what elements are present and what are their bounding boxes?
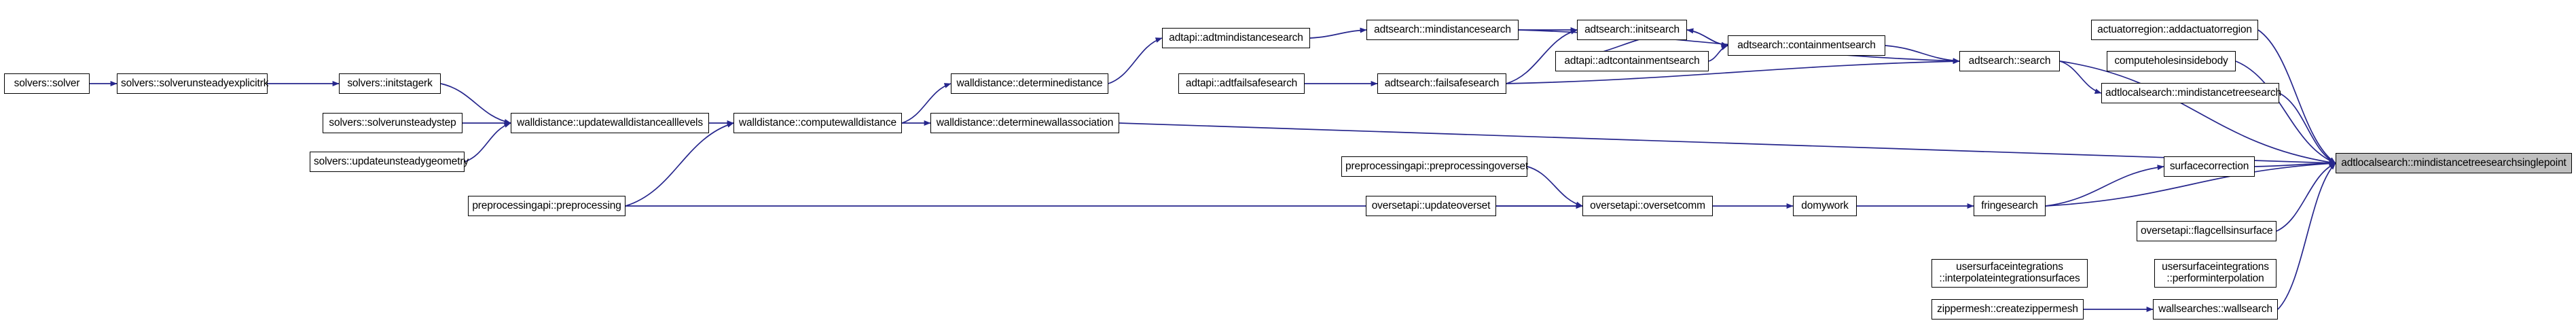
graph-node-fringesearch[interactable]: fringesearch — [1974, 196, 2046, 216]
graph-node-surfacecorrection[interactable]: surfacecorrection — [2164, 156, 2255, 177]
graph-node-label: adtsearch::failsafesearch — [1384, 77, 1500, 89]
graph-node-label: solvers::solverunsteadyexplicitrk — [121, 77, 269, 89]
graph-node-label: usersurfaceintegrations ::interpolateint… — [1939, 261, 2080, 284]
graph-node-adtsearch-failsafesearch[interactable]: adtsearch::failsafesearch — [1377, 73, 1506, 94]
graph-node-label: adtapi::adtmindistancesearch — [1169, 31, 1303, 44]
graph-node-oversetapi-updateoverset[interactable]: oversetapi::updateoverset — [1366, 196, 1496, 216]
graph-node-label: actuatorregion::addactuatorregion — [2097, 23, 2252, 35]
graph-node-adtsearch-mindistancesearch[interactable]: adtsearch::mindistancesearch — [1366, 20, 1519, 40]
graph-node-label: zippermesh::createzippermesh — [1937, 303, 2078, 315]
graph-node-adtlocalsearch-mindistancetreesearchsinglepoint[interactable]: adtlocalsearch::mindistancetreesearchsin… — [2336, 153, 2572, 173]
graph-node-adtapi-adtfailsafesearch[interactable]: adtapi::adtfailsafesearch — [1178, 73, 1305, 94]
graph-node-label: walldistance::computewalldistance — [739, 116, 896, 128]
graph-node-actuatorregion-addactuatorregion[interactable]: actuatorregion::addactuatorregion — [2091, 20, 2258, 40]
graph-node-label: usersurfaceintegrations ::performinterpo… — [2162, 261, 2269, 284]
graph-node-usersurfaceintegrations-performinterpolation[interactable]: usersurfaceintegrations ::performinterpo… — [2154, 259, 2276, 288]
graph-node-preprocessingapi-preprocessingoverset[interactable]: preprocessingapi::preprocessingoverset — [1341, 156, 1529, 177]
graph-node-label: domywork — [1801, 199, 1849, 211]
graph-node-adtapi-adtcontainmentsearch[interactable]: adtapi::adtcontainmentsearch — [1555, 51, 1709, 71]
graph-node-solvers-updateunsteadygeometry[interactable]: solvers::updateunsteadygeometry — [310, 152, 469, 172]
graph-node-oversetapi-flagcellsinsurface[interactable]: oversetapi::flagcellsinsurface — [2137, 221, 2276, 241]
graph-node-label: walldistance::updatewalldistancealllevel… — [517, 116, 703, 128]
graph-node-label: preprocessingapi::preprocessing — [472, 199, 621, 211]
graph-node-usersurfaceintegrations-interpolateintegrationsurfaces[interactable]: usersurfaceintegrations ::interpolateint… — [1931, 259, 2088, 288]
graph-node-walldistance-determinedistance[interactable]: walldistance::determinedistance — [951, 73, 1108, 94]
graph-node-adtsearch-search[interactable]: adtsearch::search — [1959, 51, 2060, 71]
graph-node-wallsearches-wallsearch[interactable]: wallsearches::wallsearch — [2153, 299, 2278, 320]
graph-node-label: oversetapi::flagcellsinsurface — [2141, 224, 2273, 237]
graph-node-label: adtsearch::containmentsearch — [1737, 39, 1876, 51]
graph-node-domywork[interactable]: domywork — [1793, 196, 1857, 216]
graph-node-label: adtapi::adtfailsafesearch — [1185, 77, 1298, 89]
graph-node-solvers-initstagerk[interactable]: solvers::initstagerk — [339, 73, 441, 94]
graph-node-adtsearch-containmentsearch[interactable]: adtsearch::containmentsearch — [1728, 35, 1885, 56]
graph-node-label: fringesearch — [1981, 199, 2038, 211]
graph-node-label: walldistance::determinewallassociation — [936, 116, 1114, 128]
graph-node-adtapi-adtmindistancesearch[interactable]: adtapi::adtmindistancesearch — [1162, 28, 1310, 48]
graph-node-label: solvers::solver — [14, 77, 80, 89]
graph-node-solvers-solverunsteadystep[interactable]: solvers::solverunsteadystep — [323, 113, 462, 133]
graph-node-solvers-solverunsteadyexplicitrk[interactable]: solvers::solverunsteadyexplicitrk — [117, 73, 268, 94]
graph-node-solvers-solver[interactable]: solvers::solver — [4, 73, 90, 94]
graph-node-preprocessingapi-preprocessing[interactable]: preprocessingapi::preprocessing — [468, 196, 625, 216]
graph-node-label: oversetapi::updateoverset — [1371, 199, 1491, 211]
graph-node-label: walldistance::determinedistance — [956, 77, 1103, 89]
graph-node-label: wallsearches::wallsearch — [2158, 303, 2272, 315]
graph-node-label: adtsearch::initsearch — [1584, 23, 1680, 35]
graph-node-walldistance-computewalldistance[interactable]: walldistance::computewalldistance — [733, 113, 902, 133]
graph-node-walldistance-updatewalldistancealllevels[interactable]: walldistance::updatewalldistancealllevel… — [511, 113, 709, 133]
graph-node-label: preprocessingapi::preprocessingoverset — [1345, 160, 1529, 172]
graph-node-label: solvers::initstagerk — [347, 77, 433, 89]
graph-node-label: adtapi::adtcontainmentsearch — [1564, 54, 1700, 67]
graph-node-walldistance-determinewallassociation[interactable]: walldistance::determinewallassociation — [930, 113, 1119, 133]
graph-node-label: adtsearch::search — [1968, 54, 2051, 67]
graph-node-adtsearch-initsearch[interactable]: adtsearch::initsearch — [1577, 20, 1687, 40]
graph-node-label: adtsearch::mindistancesearch — [1374, 23, 1511, 35]
graph-node-label: surfacecorrection — [2169, 160, 2249, 172]
graph-node-label: computeholesinsidebody — [2114, 54, 2228, 67]
graph-node-label: oversetapi::oversetcomm — [1590, 199, 1705, 211]
graph-node-label: solvers::updateunsteadygeometry — [314, 155, 469, 167]
graph-node-zippermesh-createzippermesh[interactable]: zippermesh::createzippermesh — [1931, 299, 2084, 320]
graph-node-label: adtlocalsearch::mindistancetreesearchsin… — [2341, 156, 2566, 169]
graph-node-oversetapi-oversetcomm[interactable]: oversetapi::oversetcomm — [1582, 196, 1713, 216]
graph-node-label: solvers::solverunsteadystep — [329, 116, 456, 128]
graph-node-label: adtlocalsearch::mindistancetreesearch — [2105, 86, 2281, 99]
graph-node-computeholesinsidebody[interactable]: computeholesinsidebody — [2107, 51, 2236, 71]
graph-node-adtlocalsearch-mindistancetreesearch[interactable]: adtlocalsearch::mindistancetreesearch — [2101, 83, 2281, 103]
